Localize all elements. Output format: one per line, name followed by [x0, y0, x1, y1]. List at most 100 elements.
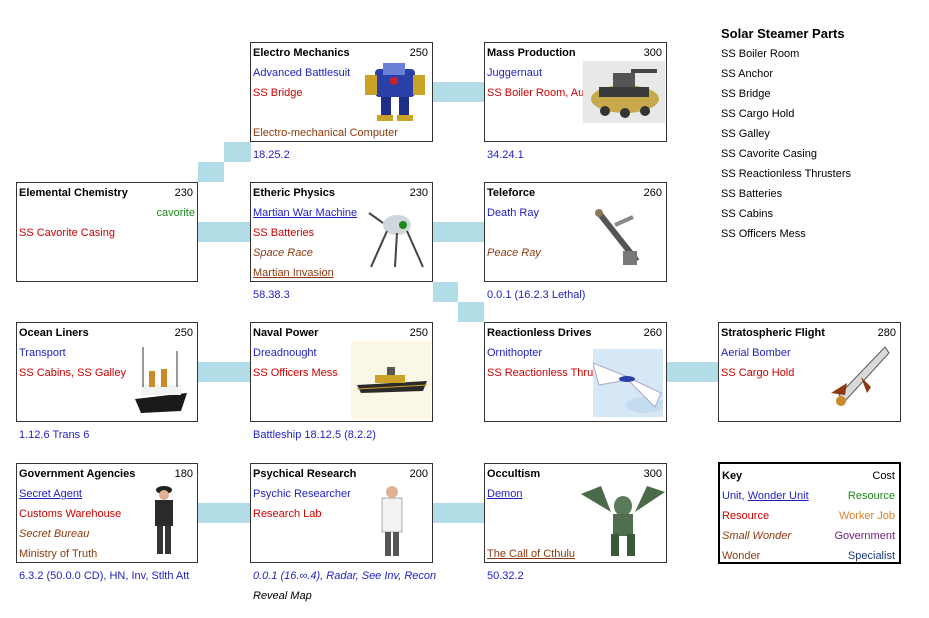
unit-label: Death Ray — [487, 207, 539, 219]
unit-label: Advanced Battlesuit — [253, 67, 351, 79]
part-item: SS Cavorite Casing — [721, 148, 817, 160]
tech-title: Reactionless Drives — [487, 327, 592, 339]
tech-box-government-agencies[interactable]: Government Agencies 180 Secret Agent Cus… — [16, 463, 198, 563]
tech-box-occultism[interactable]: Occultism 300 Demon The Call of Cthulu — [484, 463, 667, 563]
tech-box-teleforce[interactable]: Teleforce 260 Death Ray Peace Ray — [484, 182, 667, 282]
stats-text: 34.24.1 — [487, 149, 524, 161]
tech-title: Electro Mechanics — [253, 47, 350, 59]
tech-box-psychical-research[interactable]: Psychical Research 200 Psychic Researche… — [250, 463, 433, 563]
resource-label: SS Bridge — [253, 87, 303, 99]
wonder-unit-link[interactable]: Secret Agent — [19, 488, 82, 500]
tech-title: Etheric Physics — [253, 187, 335, 199]
psychic-researcher-image — [381, 486, 403, 556]
demon-image — [581, 486, 665, 556]
part-item: SS Officers Mess — [721, 228, 806, 240]
tech-title: Government Agencies — [19, 468, 136, 480]
resource-green-label: cavorite — [156, 207, 195, 219]
tech-cost: 280 — [877, 327, 896, 339]
stats-text: 18.25.2 — [253, 149, 290, 161]
unit-label: Aerial Bomber — [721, 347, 791, 359]
aerial-bomber-image — [831, 346, 890, 406]
tech-box-elemental-chemistry[interactable]: Elemental Chemistry 230 cavorite SS Cavo… — [16, 182, 198, 282]
tech-cost: 250 — [174, 327, 193, 339]
key-resource: Resource — [722, 510, 770, 522]
key-small-wonder: Small Wonder — [722, 530, 792, 542]
battlesuit-image — [365, 63, 425, 121]
stats-text: 50.32.2 — [487, 570, 524, 582]
stats-text-continued: Reveal Map — [253, 590, 312, 602]
unit-label: Psychic Researcher — [253, 488, 351, 500]
unit-label: Ornithopter — [487, 347, 543, 359]
resource-label: SS Cabins, SS Galley — [19, 367, 126, 379]
connector — [433, 222, 485, 242]
tech-title: Teleforce — [487, 187, 536, 199]
resource-label: SS Cargo Hold — [721, 367, 795, 379]
key-title: Key — [722, 470, 743, 482]
stats-text: 1.12.6 Trans 6 — [19, 429, 90, 441]
tech-title: Mass Production — [487, 47, 576, 59]
wonder-unit-link[interactable]: Demon — [487, 488, 523, 500]
ornithopter-image — [593, 349, 663, 417]
tech-title: Psychical Research — [253, 468, 357, 480]
wonder-unit-link[interactable]: Martian War Machine — [253, 207, 358, 219]
tech-title: Stratospheric Flight — [721, 327, 825, 339]
tech-cost: 180 — [174, 468, 193, 480]
tech-cost: 250 — [409, 47, 428, 59]
part-item: SS Cabins — [721, 208, 773, 220]
connector — [198, 162, 224, 182]
part-item: SS Batteries — [721, 188, 783, 200]
resource-label: Research Lab — [253, 508, 322, 520]
tripod-image — [368, 212, 424, 268]
part-item: SS Anchor — [721, 68, 773, 80]
connector — [198, 362, 250, 382]
wonder-label: Ministry of Truth — [19, 548, 98, 560]
key-wonder: Wonder — [722, 550, 761, 562]
part-item: SS Reactionless Thrusters — [721, 168, 852, 180]
resource-label: SS Boiler Room, Aut — [487, 87, 583, 99]
resource-label: SS Batteries — [253, 227, 315, 239]
key-government: Government — [834, 530, 895, 542]
unit-label: Transport — [19, 347, 66, 359]
tech-box-electro-mechanics[interactable]: Electro Mechanics 250 Advanced Battlesui… — [250, 42, 433, 142]
ocean-liner-image — [135, 347, 187, 413]
key-resource-green: Resource — [847, 490, 895, 502]
tech-cost: 300 — [643, 468, 662, 480]
tech-box-ocean-liners[interactable]: Ocean Liners 250 Transport SS Cabins, SS… — [16, 322, 198, 422]
connector — [224, 142, 251, 162]
part-item: SS Cargo Hold — [721, 108, 795, 120]
parts-title: Solar Steamer Parts — [721, 26, 845, 41]
resource-label: SS Cavorite Casing — [19, 227, 115, 239]
tech-cost: 250 — [409, 327, 428, 339]
stats-text: 0.0.1 (16.∞.4), Radar, See Inv, Recon — [253, 570, 437, 582]
small-wonder-label: Secret Bureau — [19, 528, 90, 540]
unit-label: Juggernaut — [487, 67, 543, 79]
death-ray-image — [595, 209, 640, 265]
part-item: SS Bridge — [721, 88, 771, 100]
tech-cost: 230 — [174, 187, 193, 199]
tech-box-reactionless-drives[interactable]: Reactionless Drives 260 Ornithopter SS R… — [484, 322, 667, 422]
tech-cost: 260 — [643, 187, 662, 199]
tech-box-naval-power[interactable]: Naval Power 250 Dreadnought SS Officers … — [250, 322, 433, 422]
small-wonder-label: Space Race — [253, 247, 313, 259]
tech-title: Occultism — [487, 468, 541, 480]
wonder-label: Martian Invasion — [253, 267, 334, 279]
legend-key: Key Cost Unit, Wonder Unit Resource Reso… — [718, 462, 901, 564]
connector — [433, 503, 485, 523]
connector — [198, 503, 250, 523]
key-wonder-unit: Wonder Unit — [747, 490, 809, 502]
dreadnought-image — [351, 341, 431, 419]
connector — [433, 82, 485, 102]
resource-label: Customs Warehouse — [19, 508, 122, 520]
key-worker-job: Worker Job — [838, 510, 895, 522]
connector — [433, 282, 458, 302]
tech-box-stratospheric-flight[interactable]: Stratospheric Flight 280 Aerial Bomber S… — [718, 322, 901, 422]
juggernaut-image — [583, 61, 665, 123]
connector — [667, 362, 719, 382]
tech-box-etheric-physics[interactable]: Etheric Physics 230 Martian War Machine … — [250, 182, 433, 282]
part-item: SS Galley — [721, 128, 770, 140]
tech-box-mass-production[interactable]: Mass Production 300 Juggernaut SS Boiler… — [484, 42, 667, 142]
tech-title: Naval Power — [253, 327, 319, 339]
small-wonder-label: Peace Ray — [487, 247, 541, 259]
wonder-label: Electro-mechanical Computer — [253, 127, 398, 139]
connector — [198, 222, 250, 242]
